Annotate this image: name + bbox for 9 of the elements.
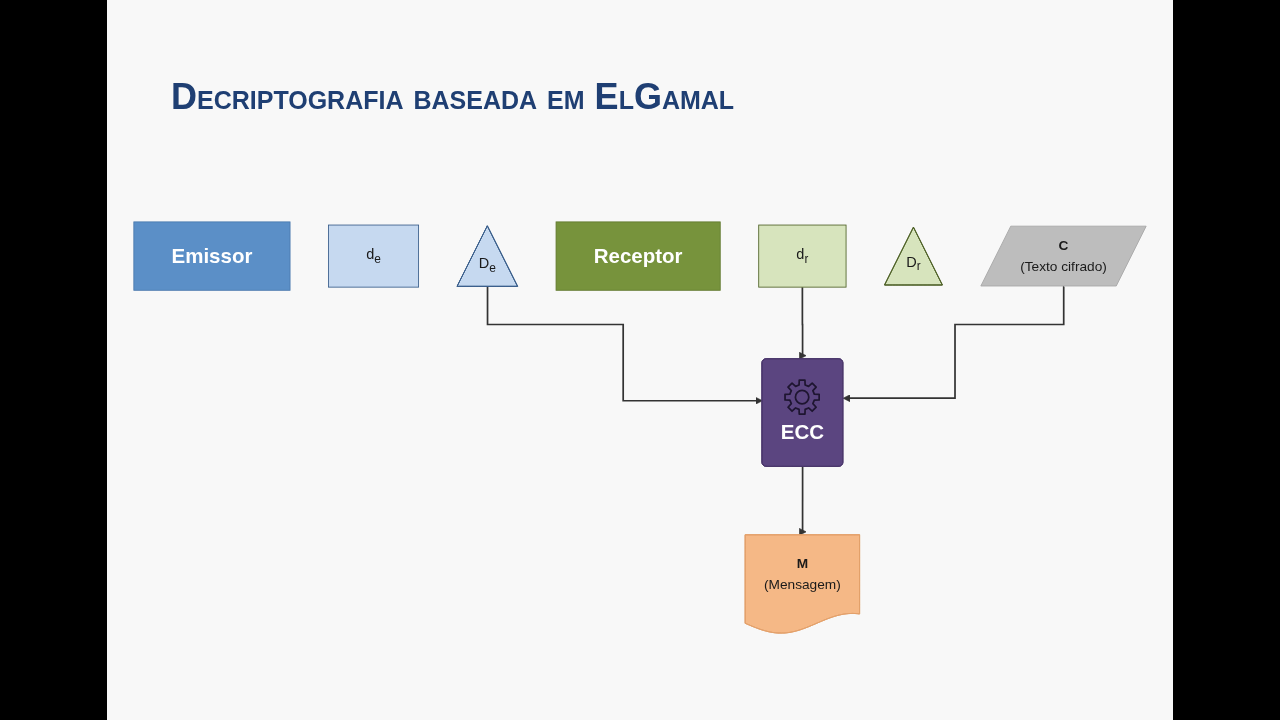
arrow xyxy=(799,286,807,360)
title: Decriptografia baseada em ElGamal xyxy=(171,76,735,118)
node-box: Emissor xyxy=(133,221,291,291)
node-box: d$_{r}$ xyxy=(758,224,847,288)
arrow xyxy=(842,285,1065,402)
node-box: d$_{e}$ xyxy=(328,224,419,288)
arrow xyxy=(486,285,763,405)
arrow xyxy=(799,465,807,536)
node-box: Receptor xyxy=(555,221,721,291)
